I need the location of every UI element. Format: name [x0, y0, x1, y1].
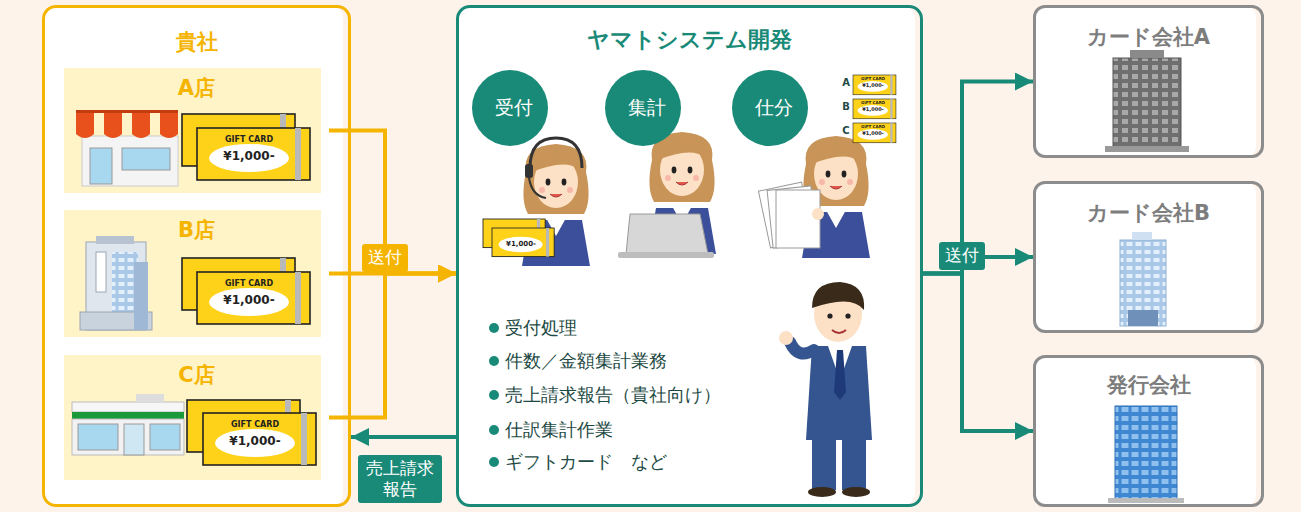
card-text: ¥1,000-: [223, 294, 274, 308]
node-title: ヤマトシステム開発: [459, 27, 920, 53]
company-box: カード会社B: [1033, 181, 1264, 333]
company-box: カード会社A: [1033, 5, 1264, 158]
edge-label: 売上請求 報告: [358, 455, 442, 504]
flow-arrow: [351, 435, 456, 439]
card-text: GIFT CARD: [225, 135, 273, 144]
bullet-text: 受付処理: [505, 317, 577, 339]
card-letter: B: [842, 101, 850, 113]
node-title: A店: [64, 76, 329, 101]
card-text: GIFT CARD: [861, 101, 885, 106]
card-text: GIFT CARD: [225, 279, 273, 288]
bullet-text: ギフトカード など: [505, 451, 667, 473]
store-panel: B店: [64, 210, 329, 337]
card-letter: C: [842, 125, 849, 137]
node-title: 受付: [472, 96, 556, 119]
node-title: カード会社A: [1036, 25, 1261, 50]
card-text: ¥1,000-: [223, 150, 274, 164]
node-title: 集計: [605, 96, 689, 119]
node-title: B店: [64, 218, 329, 243]
node-title: 発行会社: [1036, 373, 1261, 398]
bullet-dot: [489, 425, 499, 435]
bullet-dot: [489, 390, 499, 400]
card-text: GIFT CARD: [861, 125, 885, 130]
company-box: 発行会社: [1033, 355, 1264, 507]
node-title: 仕分: [732, 96, 816, 119]
flow-arrow: [923, 82, 1033, 274]
card-text: GIFT CARD: [231, 420, 279, 429]
node-title: カード会社B: [1036, 201, 1261, 226]
node-title: 貴社: [45, 30, 348, 55]
edge-label: 送付: [939, 242, 985, 269]
bullet-text: 仕訳集計作業: [505, 419, 613, 441]
step-circle: 仕分: [732, 70, 816, 146]
bullet-text: 件数／金額集計業務: [505, 350, 667, 372]
client-panel: A店 B店 C店 貴社: [42, 5, 351, 507]
step-circle: 集計: [605, 70, 689, 146]
edge-label: 送付: [362, 244, 408, 271]
card-text: ¥1,000-: [506, 240, 536, 248]
store-panel: A店: [64, 68, 329, 193]
card-text: ¥1,000-: [229, 435, 280, 449]
bullet-text: 売上請求報告（貴社向け）: [505, 384, 721, 406]
flow-arrow: [923, 274, 1033, 432]
bullet-dot: [489, 323, 499, 333]
card-text: GIFT CARD: [861, 77, 885, 82]
card-text: ¥1,000-: [862, 107, 883, 113]
bullet-dot: [489, 457, 499, 467]
bullet-dot: [489, 356, 499, 366]
card-text: ¥1,000-: [862, 131, 883, 137]
service-panel: 受付 集計 仕分 ヤマトシステム開発受付処理件数／金額集計業務売上請求報告（貴社向け）…: [456, 5, 923, 507]
card-text: ¥1,000-: [862, 83, 883, 89]
step-circle: 受付: [472, 70, 556, 146]
node-title: C店: [64, 363, 329, 388]
store-panel: C店: [64, 355, 329, 480]
card-letter: A: [842, 77, 850, 89]
